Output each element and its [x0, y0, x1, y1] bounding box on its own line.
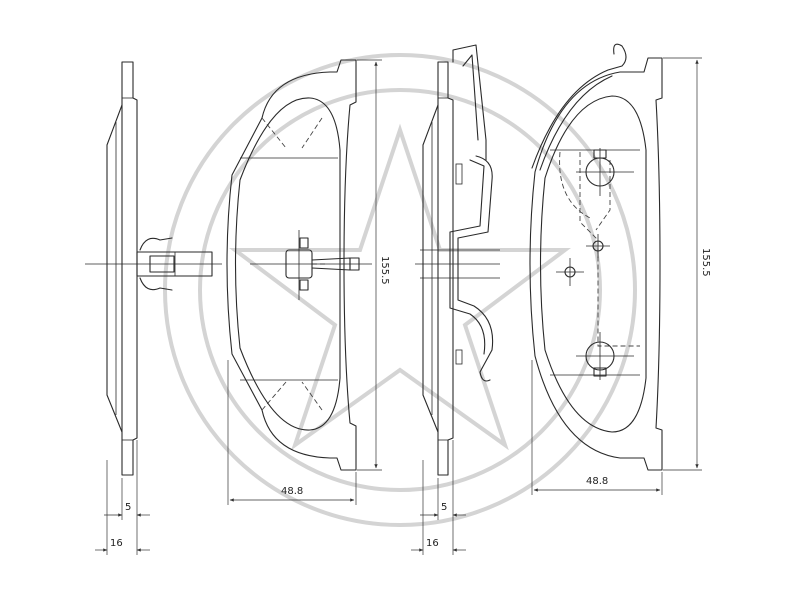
right-pad-dimensions: [531, 57, 702, 495]
dim-label-right-total: 16: [426, 538, 439, 549]
left-thickness-dimensions: [95, 440, 150, 555]
watermark-emblem: [163, 53, 637, 527]
right-thickness-dimensions: [411, 440, 466, 555]
left-side-profile-view: [85, 61, 222, 476]
dim-label-left-plate: 5: [125, 502, 131, 513]
right-side-profile-view: [415, 44, 500, 476]
dim-label-right-plate: 5: [441, 502, 447, 513]
dim-label-left-width: 48.8: [281, 486, 303, 497]
left-pad-front-view: [226, 59, 372, 471]
dim-label-right-height: 155.5: [700, 248, 711, 277]
right-pad-back-view: [529, 43, 663, 471]
left-pad-dimensions: [227, 59, 382, 505]
dim-label-left-height: 155.5: [379, 256, 390, 285]
dim-label-right-width: 48.8: [586, 476, 608, 487]
dim-label-left-total: 16: [110, 538, 123, 549]
